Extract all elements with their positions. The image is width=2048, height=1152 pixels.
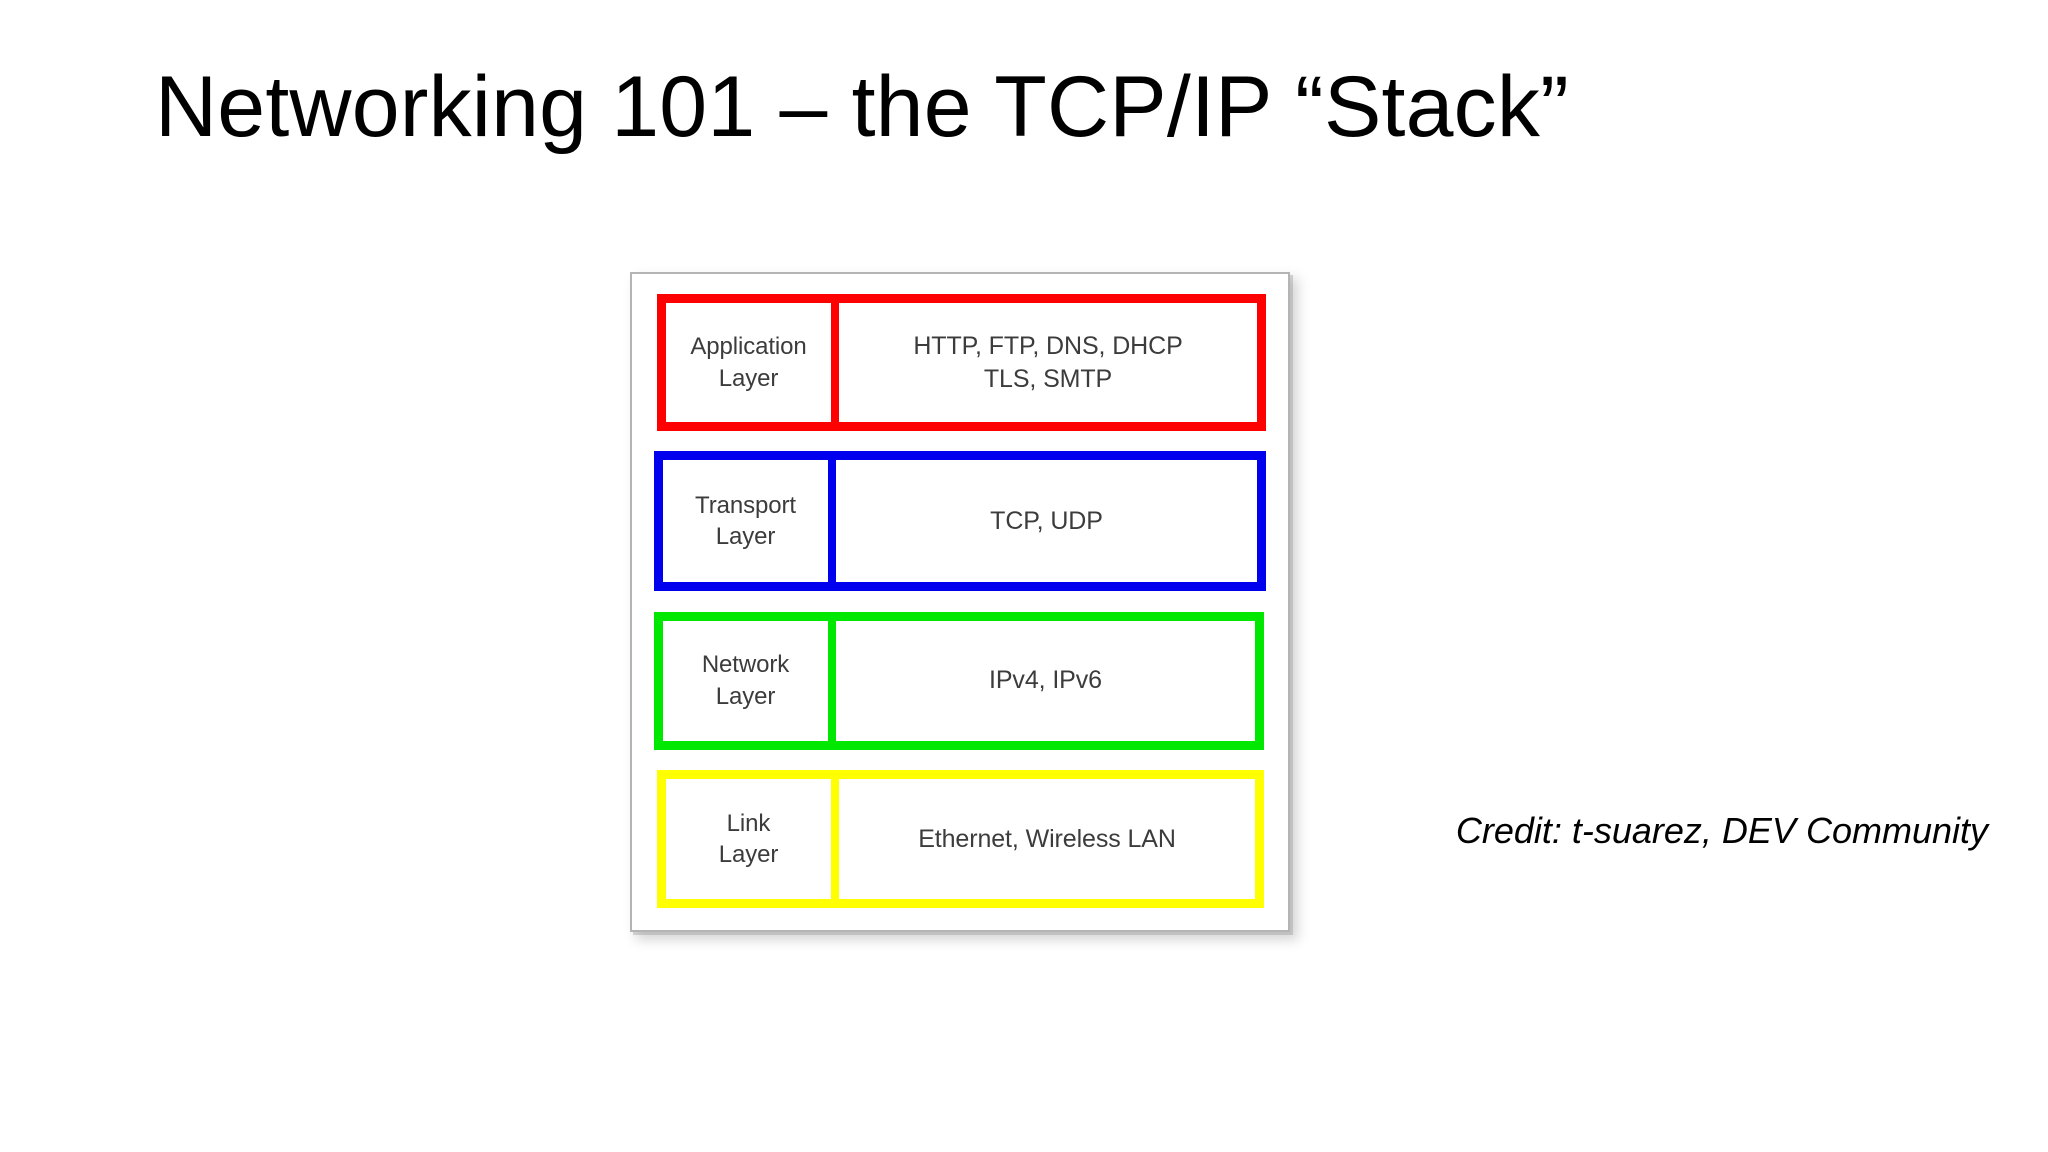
stack-layer-application: Application Layer HTTP, FTP, DNS, DHCP T… — [657, 294, 1266, 431]
layer-protocols-transport: TCP, UDP — [990, 507, 1103, 536]
layer-name-line2: Layer — [718, 840, 779, 868]
layer-name-box-link: Link Layer — [666, 778, 831, 899]
layer-name-line1: Application — [690, 333, 807, 361]
layer-name-line1: Transport — [695, 492, 796, 520]
stack-layer-transport: Transport Layer TCP, UDP — [654, 451, 1266, 592]
layer-name-line2: Layer — [715, 523, 776, 551]
layer-protocols-application: HTTP, FTP, DNS, DHCP TLS, SMTP — [913, 330, 1182, 395]
layer-name-line2: Layer — [718, 364, 779, 392]
layer-name-line2: Layer — [715, 682, 776, 710]
layer-name-line1: Link — [726, 809, 771, 837]
layer-name-network: Network Layer — [702, 649, 789, 711]
layer-protocol-box-application: HTTP, FTP, DNS, DHCP TLS, SMTP — [839, 303, 1257, 422]
layer-name-transport: Transport Layer — [695, 490, 796, 552]
layer-protocol-box-link: Ethernet, Wireless LAN — [839, 778, 1255, 899]
layer-name-box-application: Application Layer — [666, 303, 831, 422]
stack-layer-link: Link Layer Ethernet, Wireless LAN — [657, 769, 1264, 908]
page-title: Networking 101 – the TCP/IP “Stack” — [155, 59, 1569, 155]
layer-name-box-transport: Transport Layer — [663, 460, 828, 583]
layer-protocol-box-transport: TCP, UDP — [836, 460, 1257, 583]
stack-layer-network: Network Layer IPv4, IPv6 — [654, 611, 1264, 750]
layer-name-box-network: Network Layer — [663, 620, 828, 741]
layer-name-application: Application Layer — [690, 331, 806, 393]
layer-name-link: Link Layer — [719, 808, 779, 870]
layer-protocols-line1: HTTP, FTP, DNS, DHCP — [913, 332, 1183, 360]
layer-protocol-box-network: IPv4, IPv6 — [836, 620, 1255, 741]
layer-protocols-link: Ethernet, Wireless LAN — [918, 824, 1176, 853]
credit-text: Credit: t-suarez, DEV Community — [1455, 810, 1988, 851]
layer-protocols-network: IPv4, IPv6 — [989, 666, 1102, 695]
diagram-layer-list: Application Layer HTTP, FTP, DNS, DHCP T… — [632, 274, 1288, 930]
tcp-ip-stack-diagram: Application Layer HTTP, FTP, DNS, DHCP T… — [630, 272, 1290, 932]
layer-name-line1: Network — [701, 651, 790, 679]
layer-protocols-line2: TLS, SMTP — [983, 364, 1113, 393]
